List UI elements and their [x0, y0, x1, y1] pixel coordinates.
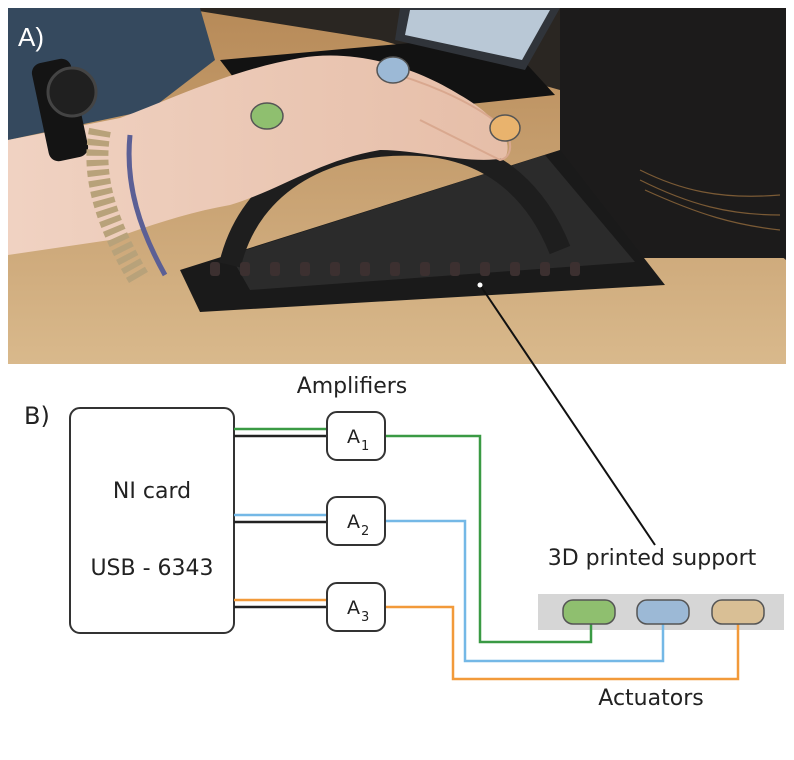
wire-a2-actuator-blue — [385, 519, 665, 663]
wire-a1-actuator-green — [385, 434, 593, 644]
wire-a3-actuator-orange — [385, 605, 740, 681]
amplifier-a1: A 1 — [326, 411, 386, 461]
amplifier-a3-subscript: 3 — [361, 610, 369, 625]
photo-forearm — [8, 55, 508, 255]
amplifier-a3-letter: A — [347, 597, 360, 619]
panel-a-label: A) — [18, 22, 44, 52]
support-label: 3D printed support — [548, 546, 757, 571]
amplifier-a1-subscript: 1 — [361, 439, 369, 454]
actuator-green — [562, 599, 616, 625]
amplifier-a3: A 3 — [326, 582, 386, 632]
photo-laptop-display — [405, 10, 550, 60]
panel-b-diagram: B) NI card USB - 6343 Amplifiers A 1 A 2 — [24, 374, 784, 711]
amplifier-a1-letter: A — [347, 426, 360, 448]
support-pointer-line — [479, 284, 656, 546]
photo-support-holes — [210, 262, 580, 276]
photo-fingers — [379, 69, 512, 162]
marker-orange — [489, 114, 521, 142]
photo-bracelet — [86, 127, 150, 286]
amplifier-a2-letter: A — [347, 511, 360, 533]
amplifier-a2: A 2 — [326, 496, 386, 546]
panel-b-label: B) — [24, 402, 50, 430]
amplifier-a2-subscript: 2 — [361, 524, 369, 539]
support-pointer-dot — [477, 282, 483, 288]
ni-card-name: NI card — [113, 479, 191, 504]
actuators-label: Actuators — [598, 686, 703, 711]
ni-card-box — [69, 407, 235, 634]
photo-wires — [639, 169, 781, 231]
panel-a-photo: A) — [8, 8, 786, 364]
actuator-blue — [636, 599, 690, 625]
amplifiers-title: Amplifiers — [297, 374, 408, 399]
marker-green — [250, 102, 284, 130]
ni-card-model: USB - 6343 — [90, 556, 213, 581]
photo-bracelet-band — [126, 134, 168, 277]
actuator-orange — [711, 599, 765, 625]
marker-blue — [376, 56, 410, 84]
photo-watch-face — [46, 66, 98, 118]
